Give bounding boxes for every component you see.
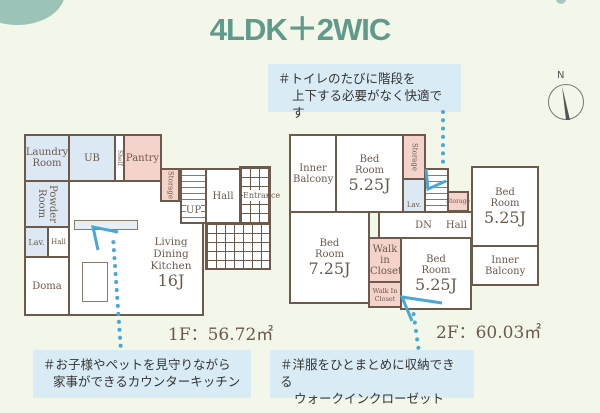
callout-line: ＃お子様やペットを見守りながら (43, 357, 231, 372)
room-label: UB (84, 152, 100, 164)
room-walk-in-closet: Walk in Closet (368, 237, 402, 283)
room-label: Bed Room (354, 153, 385, 176)
room-storage: Storage (160, 168, 180, 202)
room-storage-top: Storage (402, 134, 426, 180)
room-label: Storage (410, 143, 419, 171)
room-label: Storage (166, 171, 175, 199)
callout-line: 家事ができるカウンターキッチン (53, 374, 241, 389)
room-label: Lav. (28, 237, 45, 247)
callout-line: ＃洋服をひとまとめに収納できる (280, 357, 455, 389)
callout-toilet: ＃トイレのたびに階段を 上下する必要がなく快適です (268, 64, 461, 120)
callout-line: 上下する必要がなく快適です (292, 88, 443, 120)
room-label: Doma (32, 280, 62, 292)
room-label: Pantry (125, 152, 160, 164)
floor2-area: 2F：60.03㎡ (436, 323, 542, 343)
room-label: Hall (212, 190, 234, 202)
room-lav: Lav. (402, 178, 426, 213)
stairs-up: UP (180, 168, 207, 224)
room-storage-mid: Storage (446, 191, 470, 212)
room-pantry: Pantry (123, 134, 162, 182)
room-label: Laundry Room (25, 147, 69, 169)
room-size: 16J (157, 271, 185, 290)
room-size: 5.25J (414, 274, 458, 294)
compass: N (545, 70, 590, 125)
room-size: 5.25J (483, 207, 527, 227)
callout-closet: ＃洋服をひとまとめに収納できる ウォークインクローゼット (270, 350, 474, 406)
room-hall: Hall (205, 168, 241, 224)
room-ub: UB (68, 134, 116, 182)
room-label: Lav. (406, 201, 422, 209)
room-label: Bed Room (421, 253, 451, 276)
view-arrow-icon (399, 295, 443, 322)
compass-north-label: N (557, 70, 565, 81)
room-label: Hall (51, 237, 66, 246)
dotted-leader (441, 110, 445, 172)
room-doma: Doma (24, 256, 70, 316)
room-label: Walk in Closet (370, 243, 402, 277)
room-size: 5.25J (348, 174, 391, 194)
room-label: Powder Room (36, 184, 58, 223)
room-inner-balcony-left: Inner Balcony (289, 134, 337, 213)
room-hall-small: Hall (47, 226, 70, 258)
callout-kitchen: ＃お子様やペットを見守りながら 家事ができるカウンターキッチン (33, 350, 251, 398)
room-label: Inner Balcony (293, 162, 334, 185)
room-label: Inner Balcony (485, 254, 526, 277)
stairs-down-label: DN (415, 219, 432, 231)
room-powder: Powder Room (24, 180, 70, 228)
room-label: Storage (446, 198, 470, 205)
room-label: Shelf (116, 150, 123, 166)
room-walk-in-closet-small: Walk In Closet (368, 281, 402, 308)
decorative-dot (556, 0, 566, 4)
room-size: 7.25J (308, 258, 351, 278)
room-label: Bed Room (490, 186, 520, 209)
room-label: Hall (445, 219, 467, 231)
room-label: Walk In Closet (372, 286, 398, 303)
room-hall: DN Hall (378, 211, 474, 239)
room-entrance: Entrance (239, 166, 281, 224)
callout-line: ウォークインクローゼット (294, 391, 445, 406)
room-laundry: Laundry Room (24, 134, 70, 182)
view-arrow-icon (91, 225, 119, 251)
room-lav: Lav. (24, 226, 49, 258)
room-label: UP (185, 205, 202, 216)
page-title: 4LDK＋2WIC (209, 12, 391, 47)
view-arrow-icon (424, 168, 447, 192)
callout-line: ＃トイレのたびに階段を (278, 71, 416, 86)
dining-table (82, 262, 108, 302)
floor1-area: 1F：56.72㎡ (168, 325, 274, 345)
room-label: Entrance (243, 189, 281, 201)
room-inner-balcony-right: Inner Balcony (471, 245, 539, 286)
entrance-porch (205, 222, 271, 270)
room-label: Living Dining Kitchen (150, 236, 192, 272)
compass-needle-icon (562, 86, 570, 120)
room-label: Bed Room (314, 237, 345, 260)
